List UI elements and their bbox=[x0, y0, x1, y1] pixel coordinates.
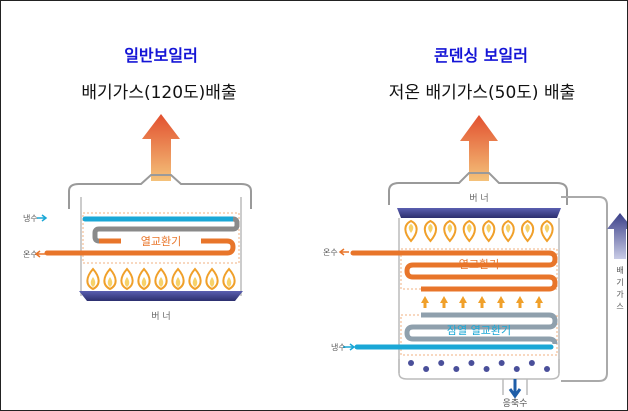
left-flame-core bbox=[107, 277, 113, 287]
left-serpentine bbox=[92, 216, 240, 244]
right-flame bbox=[482, 219, 496, 243]
heat-arrow bbox=[459, 296, 467, 308]
condensate-dot bbox=[423, 366, 430, 372]
left-flame bbox=[205, 267, 219, 291]
right-heat-arrows bbox=[421, 296, 543, 308]
right-flame-core bbox=[467, 224, 472, 233]
right-cold-arrow bbox=[343, 343, 356, 351]
right-exhaust-arrow bbox=[460, 115, 498, 181]
left-serpentine-turn bbox=[226, 238, 236, 256]
condensate-dot bbox=[468, 360, 475, 366]
left-flames bbox=[86, 267, 236, 291]
left-cold-label: 냉수 bbox=[23, 213, 38, 223]
right-flames bbox=[404, 219, 554, 243]
condensate-dot bbox=[498, 360, 505, 366]
condensate-dot bbox=[544, 366, 550, 372]
left-title: 일반보일러 bbox=[124, 46, 198, 65]
heat-arrow bbox=[516, 296, 524, 308]
left-flame bbox=[103, 267, 117, 291]
right-flame-core bbox=[525, 224, 530, 233]
heat-arrow bbox=[478, 296, 486, 308]
right-condensate-dots bbox=[408, 360, 550, 372]
heat-arrow bbox=[421, 296, 429, 308]
left-hood bbox=[68, 174, 252, 209]
right-flame bbox=[462, 219, 476, 243]
left-flame-core bbox=[90, 277, 96, 287]
right-burner bbox=[397, 208, 561, 218]
right-flame-core bbox=[544, 224, 550, 233]
right-exchanger-label: 열교환기 bbox=[459, 258, 499, 271]
right-serpentine-1 bbox=[404, 250, 558, 292]
condensate-dot bbox=[453, 366, 460, 372]
heat-arrow bbox=[535, 296, 543, 308]
condensate-dot bbox=[483, 366, 490, 372]
right-flame bbox=[404, 219, 418, 243]
left-flame bbox=[86, 267, 100, 291]
right-exhaust-loop bbox=[561, 196, 608, 382]
left-flame bbox=[154, 267, 168, 291]
right-flame-core bbox=[505, 224, 511, 233]
left-exchanger-box bbox=[82, 212, 240, 264]
right-subtitle: 저온 배기가스(50도) 배출 bbox=[388, 83, 576, 103]
condensate-dot bbox=[408, 360, 414, 366]
right-flame-core bbox=[447, 224, 453, 233]
heat-arrow bbox=[440, 296, 448, 308]
right-flame-core bbox=[428, 224, 433, 233]
left-flame-core bbox=[226, 277, 232, 287]
right-flame bbox=[423, 219, 438, 243]
right-drain-label: 응축수 bbox=[503, 398, 528, 409]
right-flame bbox=[501, 219, 515, 243]
left-flame-core bbox=[175, 277, 181, 287]
right-flame bbox=[520, 219, 535, 243]
right-boiler: 버 너 열교환기 온수 잠열 열교환기 냉수 bbox=[323, 115, 627, 409]
condensate-dot bbox=[528, 360, 535, 366]
left-flame-core bbox=[209, 277, 215, 287]
left-flame bbox=[222, 267, 236, 291]
right-flame-core bbox=[408, 224, 414, 233]
right-flame bbox=[540, 219, 554, 243]
left-exchanger-label: 열교환기 bbox=[141, 235, 181, 248]
right-burner-label: 버 너 bbox=[469, 193, 488, 204]
left-flame-core bbox=[192, 277, 198, 287]
left-flame bbox=[137, 267, 151, 291]
right-serpentine-2 bbox=[404, 312, 558, 345]
right-sump bbox=[398, 359, 560, 380]
left-burner bbox=[79, 291, 243, 301]
right-hot-label: 온수 bbox=[323, 248, 338, 257]
right-hot-arrow bbox=[338, 248, 349, 256]
left-flame bbox=[171, 267, 185, 291]
condensate-dot bbox=[513, 366, 520, 372]
right-flame bbox=[443, 219, 457, 243]
left-flame-core bbox=[141, 277, 147, 287]
left-flame-core bbox=[158, 277, 164, 287]
left-flame bbox=[120, 267, 134, 291]
left-burner-label: 버 너 bbox=[151, 311, 170, 322]
right-flame-core bbox=[486, 224, 491, 233]
left-flame-core bbox=[124, 277, 130, 287]
right-hood bbox=[388, 172, 568, 205]
right-drain-arrow bbox=[508, 379, 522, 399]
left-subtitle: 배기가스(120도)배출 bbox=[81, 83, 237, 103]
left-boiler: 열교환기 냉수 온수 버 너 bbox=[23, 114, 252, 322]
condensate-dot bbox=[438, 360, 445, 366]
heat-arrow bbox=[497, 296, 505, 308]
left-hot-label: 온수 bbox=[23, 250, 38, 259]
left-flame bbox=[188, 267, 202, 291]
left-hot-arrow bbox=[34, 250, 45, 258]
left-exhaust-arrow bbox=[142, 114, 180, 181]
right-cold-label: 냉수 bbox=[331, 342, 346, 352]
left-cold-arrow bbox=[37, 214, 48, 222]
right-title: 콘덴싱 보일러 bbox=[434, 46, 528, 65]
right-latent-exchanger-label: 잠열 열교환기 bbox=[447, 324, 511, 337]
right-side-arrow bbox=[607, 213, 627, 259]
